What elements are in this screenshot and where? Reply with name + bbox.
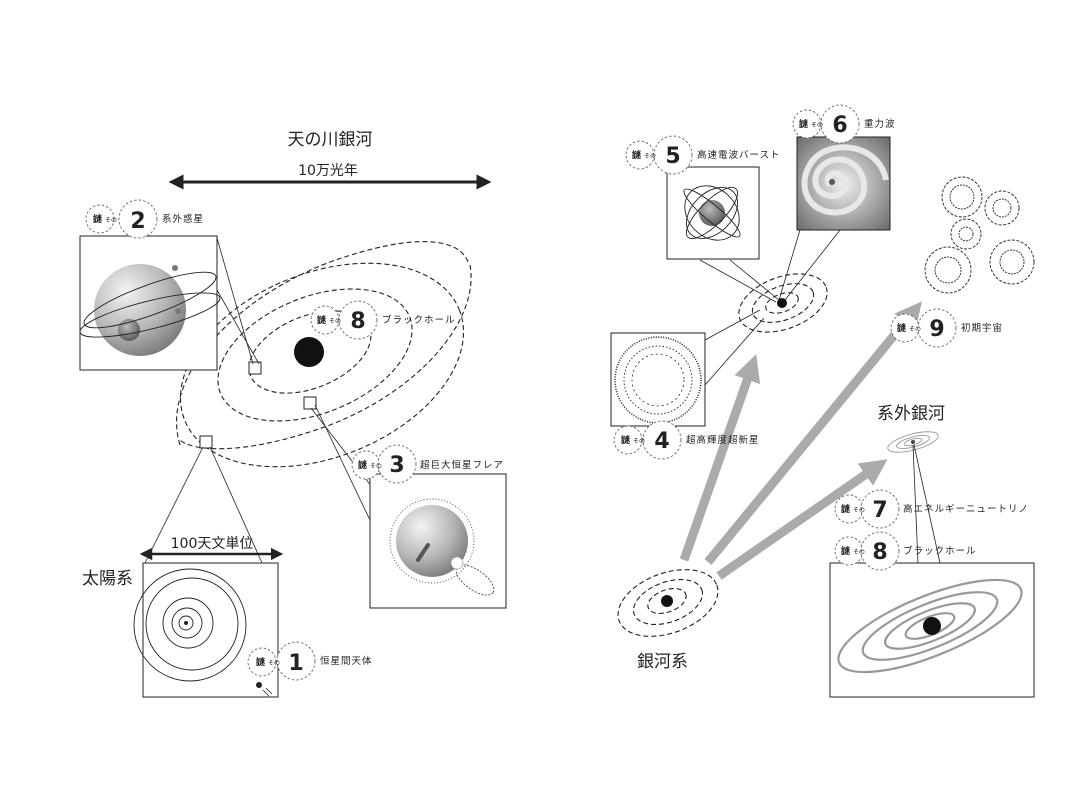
arrow-to-host-galaxy	[679, 354, 761, 562]
svg-text:謎: 謎	[897, 322, 906, 334]
svg-text:2: 2	[130, 209, 145, 234]
arrow-to-external-galaxy	[716, 459, 888, 580]
external-galaxy-label: 系外銀河	[877, 404, 945, 424]
svg-text:謎: 謎	[841, 503, 850, 515]
svg-text:4: 4	[654, 429, 669, 454]
arrow-to-early-universe	[704, 301, 922, 565]
svg-text:3: 3	[389, 453, 404, 478]
mystery-label-9: 初期宇宙	[961, 322, 1003, 334]
svg-text:謎: 謎	[317, 314, 326, 326]
flare-locator	[303, 396, 317, 410]
svg-text:9: 9	[929, 317, 944, 342]
mystery-badge-2: 謎 その 2 系外惑星	[85, 199, 204, 239]
solar-system-illustration	[133, 568, 273, 697]
mystery-badge-7: 謎 その 7 高エネルギーニュートリノ	[834, 489, 1029, 529]
solar-system-panel	[142, 562, 279, 698]
solar-system-scale-label: 100天文単位	[171, 536, 254, 552]
mystery-label-8a: ブラックホール	[382, 314, 456, 326]
svg-text:その: その	[909, 326, 921, 333]
solar-system-title: 太陽系	[82, 569, 133, 589]
mystery-label-6: 重力波	[864, 118, 896, 130]
mystery-label-5: 高速電波バースト	[697, 149, 781, 161]
mystery-label-2: 系外惑星	[162, 213, 204, 225]
milky-way-title: 天の川銀河	[288, 130, 373, 150]
mystery-badge-4: 謎 その 4 超高輝度超新星	[613, 420, 760, 460]
svg-text:その: その	[644, 153, 656, 160]
mystery-label-1: 恒星間天体	[320, 655, 373, 667]
svg-text:5: 5	[665, 144, 680, 169]
svg-text:その: その	[268, 660, 280, 667]
supernova-panel	[610, 332, 706, 427]
svg-text:謎: 謎	[632, 149, 641, 161]
our-galaxy-label: 銀河系	[637, 652, 688, 672]
svg-text:1: 1	[288, 651, 303, 676]
mystery-label-3: 超巨大恒星フレア	[420, 459, 504, 471]
svg-text:謎: 謎	[621, 434, 630, 446]
mystery-badge-3: 謎 その 3 超巨大恒星フレア	[351, 444, 504, 484]
exoplanet-locator	[248, 361, 262, 375]
flare-illustration	[389, 498, 495, 596]
svg-text:8: 8	[872, 540, 887, 565]
mystery-label-8b: ブラックホール	[903, 545, 977, 557]
frb-illustration	[683, 185, 741, 241]
mystery-badge-5: 謎 その 5 高速電波バースト	[625, 135, 781, 175]
svg-text:その: その	[329, 318, 341, 325]
svg-text:6: 6	[832, 113, 847, 138]
host-galaxy-illustration	[738, 273, 828, 333]
svg-text:その: その	[370, 463, 382, 470]
svg-text:謎: 謎	[841, 545, 850, 557]
mystery-badge-1: 謎 その 1 恒星間天体	[247, 641, 373, 681]
svg-text:謎: 謎	[256, 656, 265, 668]
svg-text:その: その	[811, 122, 823, 129]
svg-text:謎: 謎	[358, 459, 367, 471]
early-universe-illustration	[924, 176, 1035, 294]
solar-system-locator	[199, 435, 213, 449]
mystery-label-7: 高エネルギーニュートリノ	[903, 503, 1029, 515]
mystery-badge-6: 謎 その 6 重力波	[792, 104, 896, 144]
svg-text:その: その	[853, 507, 865, 514]
supernova-illustration	[614, 336, 702, 424]
svg-text:その: その	[853, 549, 865, 556]
milky-way-black-hole	[294, 337, 324, 367]
mystery-label-4: 超高輝度超新星	[686, 434, 760, 446]
mystery-badge-8a: 謎 その 8 ブラックホール	[310, 300, 456, 340]
mystery-badge-8b: 謎 その 8 ブラックホール	[834, 531, 977, 571]
exoplanet-illustration	[79, 264, 221, 356]
svg-text:謎: 謎	[799, 118, 808, 130]
svg-text:その: その	[105, 217, 117, 224]
svg-text:7: 7	[872, 498, 887, 523]
gravitational-wave-illustration	[801, 144, 889, 216]
svg-text:謎: 謎	[93, 213, 102, 225]
milky-way-scale-label: 10万光年	[298, 163, 358, 179]
our-galaxy-illustration	[617, 569, 719, 637]
svg-text:その: その	[633, 438, 645, 445]
black-hole-illustration	[837, 578, 1023, 674]
mystery-badge-9: 謎 その 9 初期宇宙	[890, 308, 1003, 348]
svg-text:8: 8	[350, 309, 365, 334]
